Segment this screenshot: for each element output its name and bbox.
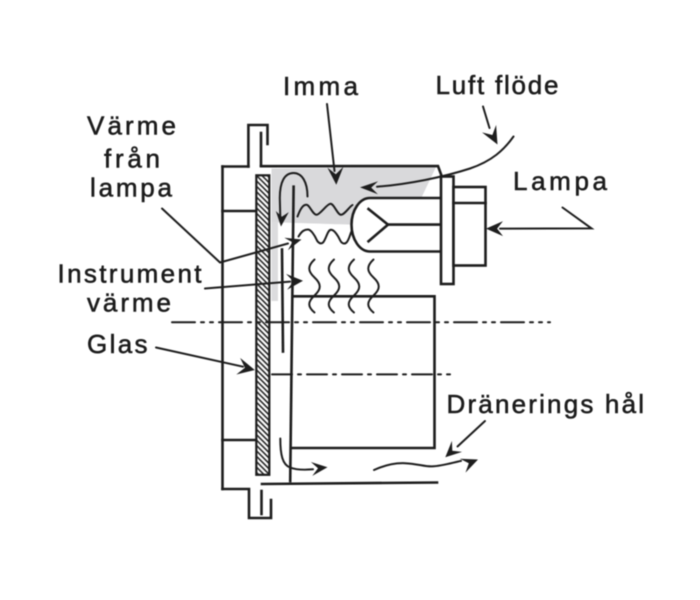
svg-text:Imma: Imma — [283, 71, 359, 101]
svg-text:Luft flöde: Luft flöde — [436, 70, 559, 100]
svg-text:lampa: lampa — [90, 172, 173, 202]
svg-text:Instrument: Instrument — [58, 259, 203, 289]
svg-text:Lampa: Lampa — [513, 166, 608, 196]
svg-text:Värme: Värme — [87, 110, 176, 140]
svg-text:Glas: Glas — [87, 329, 148, 359]
